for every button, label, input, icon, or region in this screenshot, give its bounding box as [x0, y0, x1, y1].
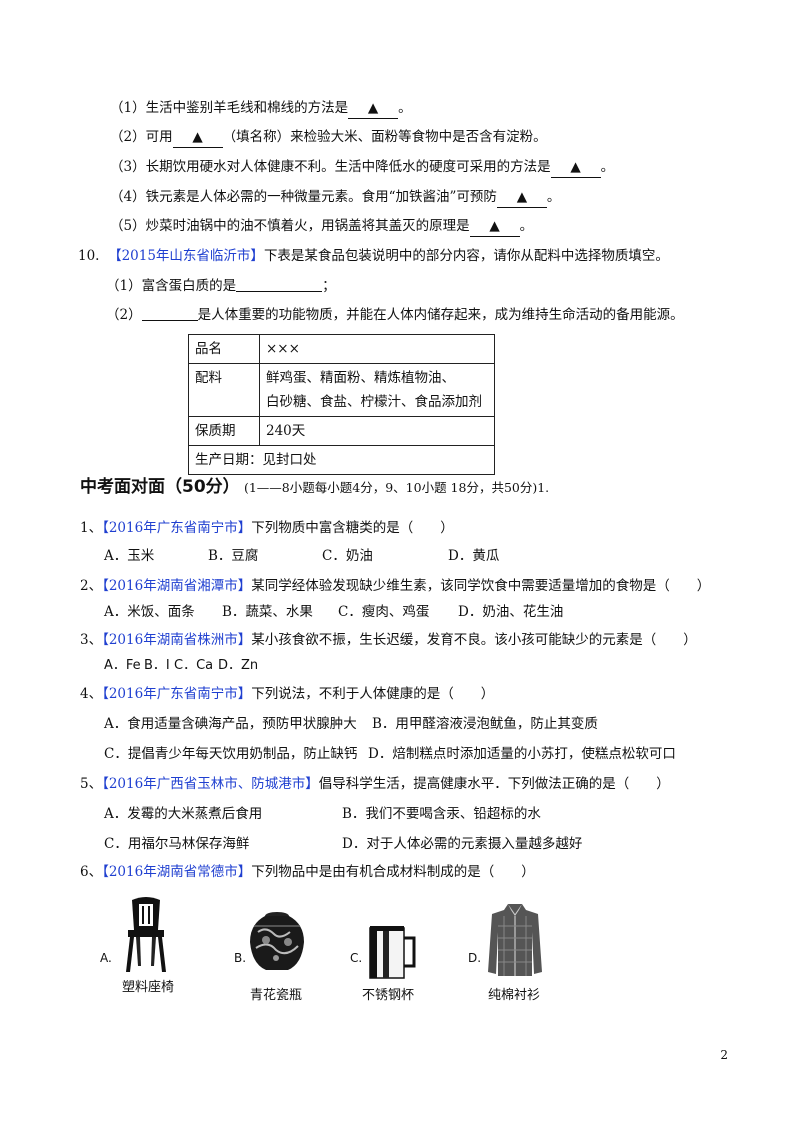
section-note: (1——8小题每小题4分，9、10小题 18分，共50分)1. — [243, 480, 550, 495]
image-caption: 塑料座椅 — [122, 980, 175, 995]
question-3: 3、【2016年湖南省株洲市】某小孩食欲不振，生长迟缓，发育不良。该小孩可能缺少… — [80, 632, 697, 648]
option-b[interactable]: B. — [234, 951, 247, 965]
table-row: 配料 鲜鸡蛋、精面粉、精炼植物油、 白砂糖、食盐、柠檬汁、食品添加剂 — [188, 363, 495, 417]
plastic-chair-image — [126, 897, 166, 972]
option-b[interactable]: B．豆腐 — [208, 548, 259, 564]
image-caption: 青花瓷瓶 — [250, 988, 303, 1003]
answer-blank[interactable] — [236, 277, 323, 292]
item-3: （3）长期饮用硬水对人体健康不利。生活中降低水的硬度可采用的方法是▲。 — [110, 157, 614, 178]
question-source: 【2016年湖南省常德市】 — [102, 864, 252, 880]
answer-blank[interactable] — [141, 306, 198, 321]
table-row: 品名 ××× — [188, 334, 495, 364]
question-5: 5、【2016年广西省玉林市、防城港市】倡导科学生活，提高健康水平．下列做法正确… — [80, 776, 670, 792]
question-source: 【2016年广东省南宁市】 — [102, 686, 252, 702]
answer-blank[interactable]: ▲ — [469, 216, 520, 237]
question-4: 4、【2016年广东省南宁市】下列说法，不利于人体健康的是（ ） — [80, 686, 495, 702]
table-row: 生产日期：见封口处 — [188, 445, 495, 475]
steel-cup-image — [369, 926, 416, 979]
question-10-sub1: （1）富含蛋白质的是； — [106, 277, 336, 294]
option-c[interactable]: C．提倡青少年每天饮用奶制品，防止缺钙 — [104, 746, 358, 762]
option-d[interactable]: D．奶油、花生油 — [458, 604, 564, 620]
food-label-table: 品名 ××× 配料 鲜鸡蛋、精面粉、精炼植物油、 白砂糖、食盐、柠檬汁、食品添加… — [188, 334, 495, 475]
section-title: 中考面对面（50分） (1——8小题每小题4分，9、10小题 18分，共50分)… — [80, 477, 550, 497]
option-d[interactable]: D．黄瓜 — [448, 548, 500, 564]
answer-blank[interactable]: ▲ — [172, 127, 223, 148]
option-a[interactable]: A．食用适量含碘海产品，预防甲状腺肿大 — [104, 716, 357, 732]
image-caption: 不锈钢杯 — [362, 988, 415, 1003]
option-c[interactable]: C．用福尔马林保存海鲜 — [104, 836, 250, 852]
item-2: （2）可用▲（填名称）来检验大米、面粉等食物中是否含有淀粉。 — [110, 127, 547, 148]
option-b[interactable]: B．用甲醛溶液浸泡鱿鱼，防止其变质 — [372, 716, 598, 732]
option-c[interactable]: C．Ca — [174, 658, 214, 673]
image-caption: 纯棉衬衫 — [488, 988, 541, 1003]
option-c[interactable]: C．瘦肉、鸡蛋 — [338, 604, 430, 620]
option-c[interactable]: C. — [350, 951, 363, 965]
answer-blank[interactable]: ▲ — [550, 157, 601, 178]
item-4: （4）铁元素是人体必需的一种微量元素。食用“加铁酱油”可预防▲。 — [110, 187, 560, 208]
question-10-sub2: （2）是人体重要的功能物质，并能在人体内储存起来，成为维持生命活动的备用能源。 — [106, 306, 684, 323]
question-1: 1、【2016年广东省南宁市】下列物质中富含糖类的是（ ） — [80, 520, 454, 536]
cotton-shirt-image — [488, 904, 542, 976]
question-source: 【2016年广西省玉林市、防城港市】 — [102, 776, 319, 792]
option-d[interactable]: D．对于人体必需的元素摄入量越多越好 — [342, 836, 583, 852]
option-a[interactable]: A．米饭、面条 — [104, 604, 195, 620]
option-b[interactable]: B．我们不要喝含汞、铅超标的水 — [342, 806, 541, 822]
answer-blank[interactable]: ▲ — [496, 187, 547, 208]
question-source: 【2016年湖南省湘潭市】 — [102, 578, 252, 594]
option-a[interactable]: A．发霉的大米蒸煮后食用 — [104, 806, 263, 822]
item-5: （5）炒菜时油锅中的油不慎着火，用锅盖将其盖灭的原理是▲。 — [110, 216, 533, 237]
option-d[interactable]: D. — [468, 951, 482, 965]
question-source: 【2016年广东省南宁市】 — [102, 520, 252, 536]
option-a[interactable]: A. — [100, 951, 112, 965]
question-6: 6、【2016年湖南省常德市】下列物品中是由有机合成材料制成的是（ ） — [80, 864, 535, 880]
option-d[interactable]: D．焙制糕点时添加适量的小苏打，使糕点松软可口 — [368, 746, 676, 762]
question-2: 2、【2016年湖南省湘潭市】某同学经体验发现缺少维生素，该同学饮食中需要适量增… — [80, 578, 711, 594]
question-source: 【2015年山东省临沂市】 — [108, 248, 264, 264]
option-d[interactable]: D．Zn — [218, 658, 259, 673]
table-row: 保质期 240天 — [188, 416, 495, 446]
option-a[interactable]: A．玉米 — [104, 548, 155, 564]
option-c[interactable]: C．奶油 — [322, 548, 373, 564]
question-source: 【2016年湖南省株洲市】 — [102, 632, 252, 648]
question-10: 10. 【2015年山东省临沂市】下表是某食品包装说明中的部分内容，请你从配料中… — [78, 248, 669, 264]
option-b[interactable]: B．蔬菜、水果 — [222, 604, 313, 620]
porcelain-vase-image — [250, 912, 304, 970]
answer-blank[interactable]: ▲ — [348, 98, 399, 119]
option-a[interactable]: A．Fe — [104, 658, 141, 673]
option-b[interactable]: B．I — [144, 658, 170, 673]
item-1: （1）生活中鉴别羊毛线和棉线的方法是▲。 — [110, 98, 412, 119]
page-number: 2 — [720, 1048, 728, 1062]
